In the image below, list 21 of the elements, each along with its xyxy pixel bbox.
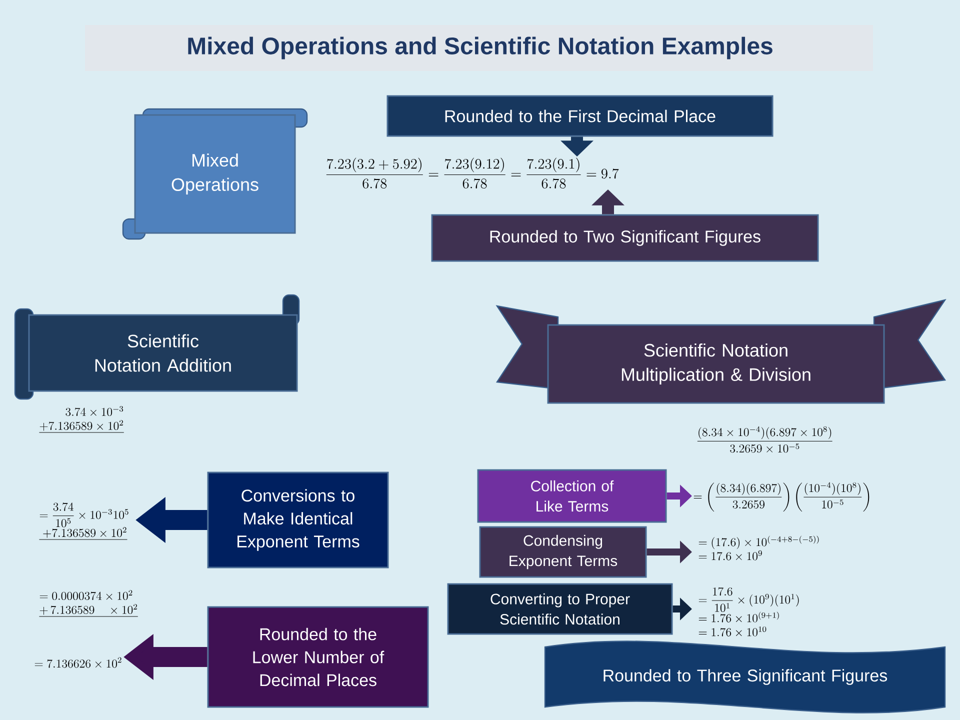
formula: $=7.136626\times10^{2}$ — [34, 657, 122, 668]
scroll-banner: Mixed Operations — [122, 108, 308, 240]
formula: $\begin{array}{l}=\dfrac{3.74}{10^{5}}\times10^{-3}10^{5}\\ \underline{\;+7.136589\times10^{2}}\end{array}$ — [39, 502, 128, 540]
title-banner: Mixed Operations and Scientific Notation Examples — [85, 25, 874, 71]
callout-box: Rounded to Two Significant Figures — [431, 214, 819, 262]
formula: $\begin{array}{r}3.74\times10^{-3}\\ \underline{+7.136589\times10^{2}}\end{array}$ — [39, 406, 124, 432]
ribbon-banner: Scientific Notation Multiplication & Division — [496, 299, 946, 404]
callout-box: Collection of Like Terms — [477, 469, 667, 523]
scroll-banner: Scientific Notation Addition — [14, 294, 300, 400]
formula: $\begin{array}{l}=0.0000374\times10^{2}\\ \underline{+\,7.136589\quad\times10^{2}}\end{array}$ — [39, 590, 138, 616]
callout-box: Rounded to the First Decimal Place — [386, 95, 774, 137]
formula: $=\left(\dfrac{(8.34)(6.897)}{3.2659}\right)\left(\dfrac{(10^{-4})(10^{8})}{10^{-5}}\right)$ — [694, 482, 870, 512]
formula: $\frac{(8.34\times10^{-4})(6.897\times10^{8})}{3.2659\times10^{-5}}$ — [697, 426, 832, 453]
wave-banner: Rounded to Three Significant Figures — [544, 640, 946, 714]
formula: $\begin{array}{l}=(17.6)\times10^{(-4+8-(-5))}\\=17.6\times10^{9}\end{array}$ — [698, 536, 819, 560]
callout-box: Conversions to Make Identical Exponent Terms — [207, 472, 389, 568]
formula: $\frac{7.23(3.2+5.92)}{6.78}=\frac{7.23(9.12)}{6.78}=\frac{7.23(9.1)}{6.78}=9.7$ — [326, 158, 619, 188]
callout-box: Condensing Exponent Terms — [479, 526, 647, 578]
callout-box: Converting to Proper Scientific Notation — [447, 583, 673, 635]
formula: $\begin{array}{l}=\dfrac{17.6}{10^{1}}\times(10^{9})(10^{1})\\=1.76\times10^{(9+1)}\\=1.76\times10^{10}\end{array}$ — [698, 587, 799, 636]
callout-box: Rounded to the Lower Number of Decimal Places — [207, 606, 429, 708]
